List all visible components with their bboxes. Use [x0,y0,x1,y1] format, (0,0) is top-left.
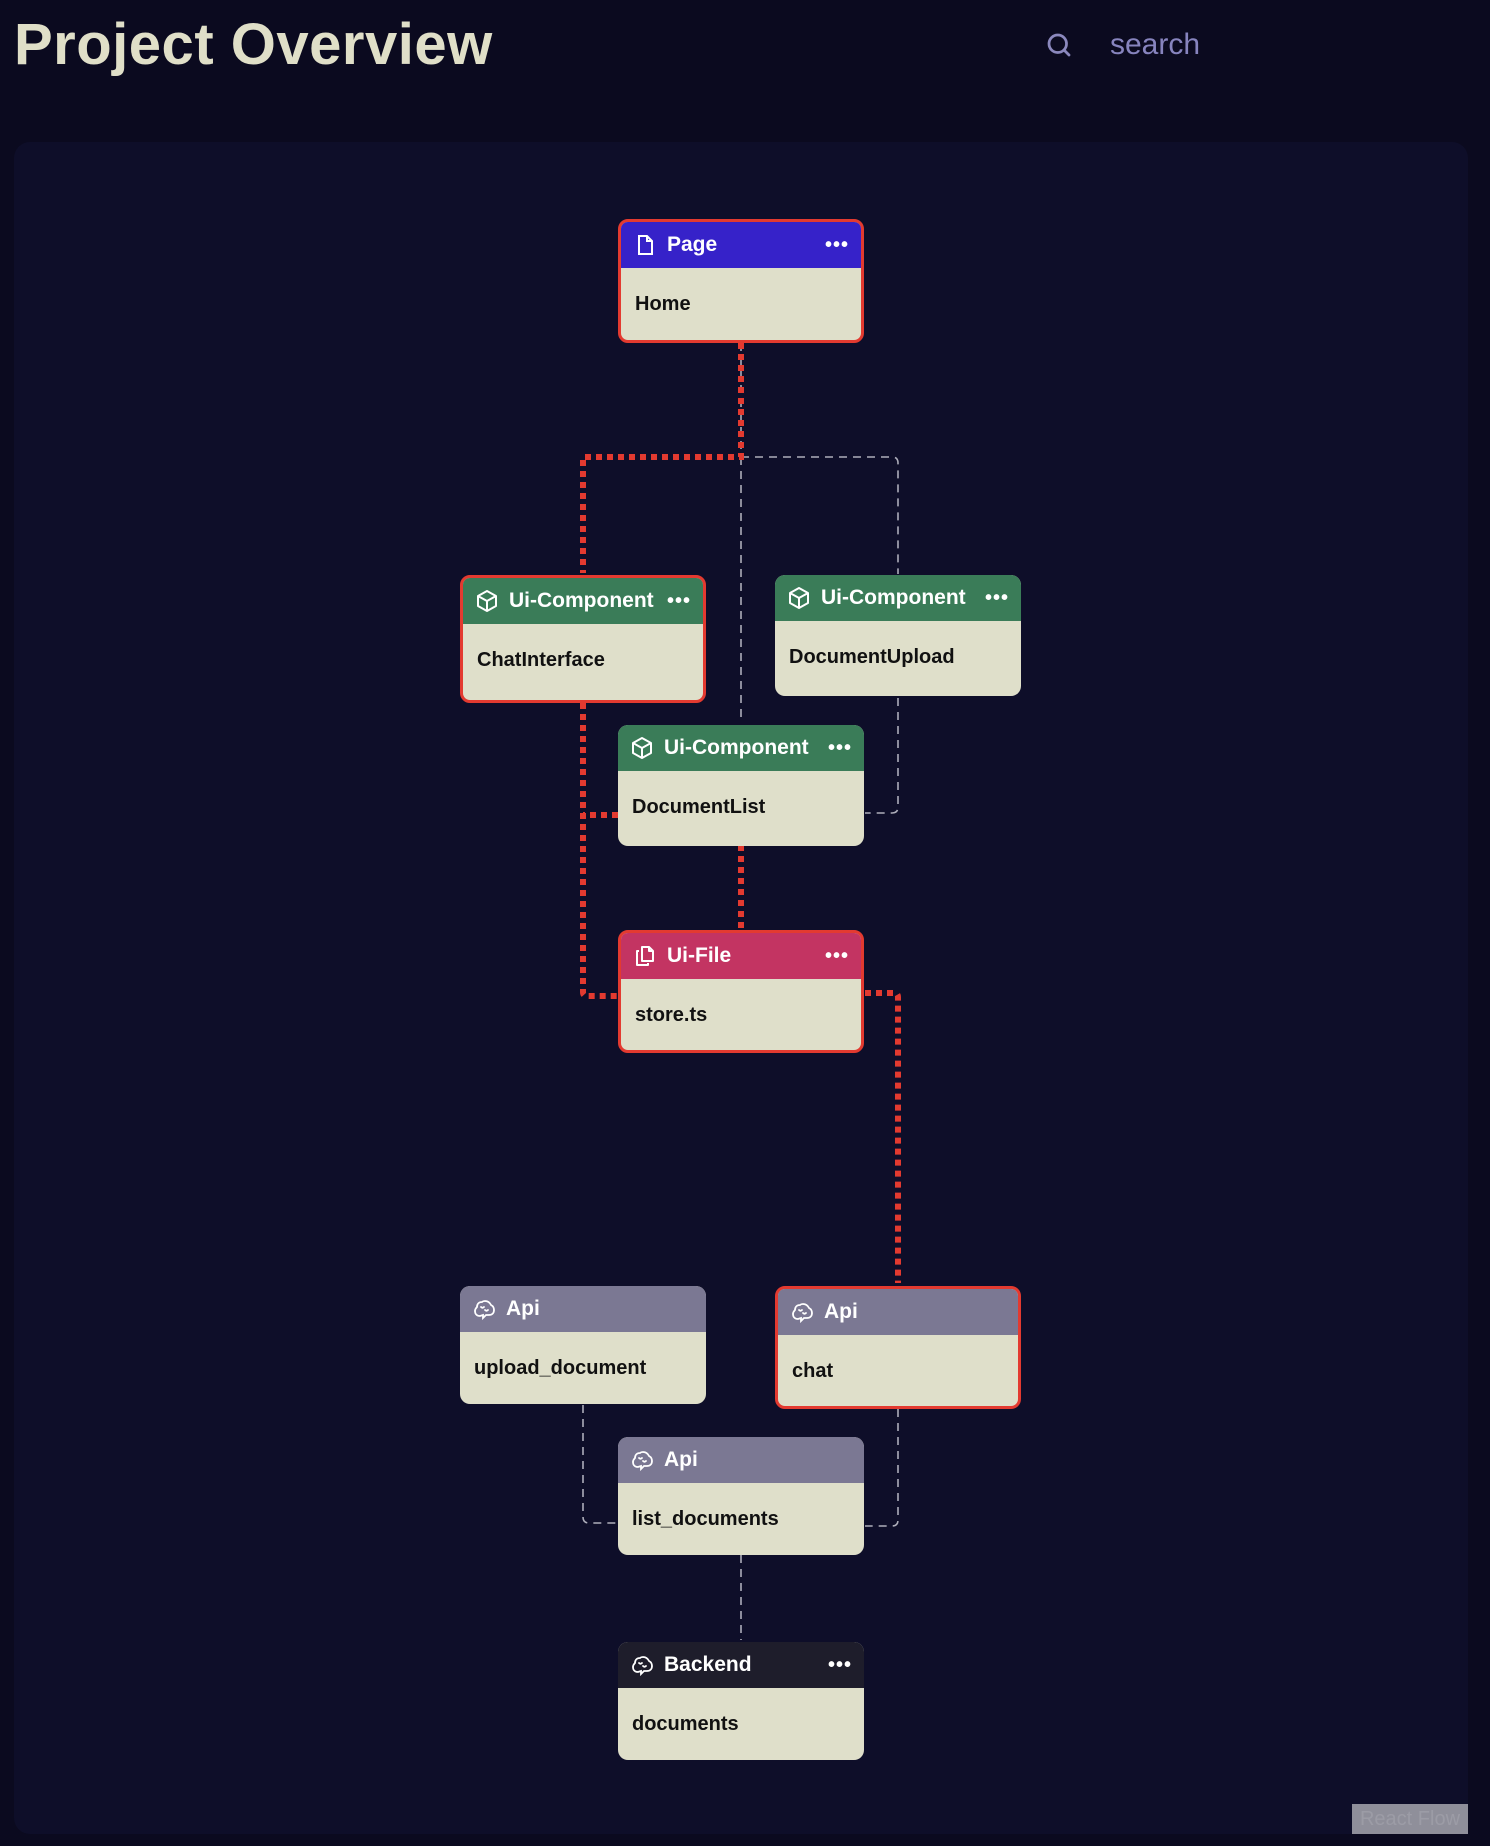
brain-icon [632,1656,653,1677]
node-label: ChatInterface [477,648,605,671]
node-ui-file-storets[interactable]: Ui-File ••• store.ts [618,930,864,1053]
node-header: Api [460,1286,706,1332]
node-header: Api [778,1289,1018,1335]
brain-icon [632,1451,653,1472]
node-api-upload-document[interactable]: Api upload_document [460,1286,706,1404]
node-type-label: Ui-Component [821,586,966,609]
node-header: Ui-Component ••• [618,725,864,771]
file-icon [638,235,653,255]
node-menu-button[interactable]: ••• [824,944,849,967]
brain-icon [474,1300,495,1321]
search-bar[interactable] [1040,20,1302,70]
search-icon [1047,33,1071,57]
search-input[interactable] [1108,24,1302,66]
node-type-label: Api [824,1300,858,1323]
node-label: chat [792,1359,834,1382]
node-ui-component-chatinterface[interactable]: Ui-Component ••• ChatInterface [460,575,706,703]
node-header: Ui-File ••• [621,933,861,979]
node-type-label: Api [506,1297,540,1320]
page-title: Project Overview [14,12,493,77]
node-header: Api [618,1437,864,1483]
node-type-label: Ui-Component [664,736,809,759]
node-backend-documents[interactable]: Backend ••• documents [618,1642,864,1760]
node-label: upload_document [474,1356,647,1379]
node-ui-component-documentlist[interactable]: Ui-Component ••• DocumentList [618,725,864,846]
node-menu-button[interactable]: ••• [984,586,1009,609]
node-header: Backend ••• [618,1642,864,1688]
node-api-chat[interactable]: Api chat [775,1286,1021,1409]
node-ui-component-documentupload[interactable]: Ui-Component ••• DocumentUpload [775,575,1021,696]
brain-icon [792,1303,813,1324]
node-menu-button[interactable]: ••• [827,736,852,759]
node-api-list-documents[interactable]: Api list_documents [618,1437,864,1555]
node-label: DocumentList [632,795,766,818]
node-header: Page ••• [621,222,861,268]
react-flow-attribution-link[interactable]: React Flow [1352,1804,1468,1834]
node-type-label: Backend [664,1653,752,1676]
node-type-label: Ui-Component [509,589,654,612]
cube-icon [632,737,652,759]
cube-icon [477,590,497,612]
node-label: documents [632,1712,739,1735]
node-page-home[interactable]: Page ••• Home [618,219,864,343]
node-label: Home [635,292,691,315]
node-type-label: Ui-File [667,944,732,967]
node-header: Ui-Component ••• [463,578,703,624]
node-label: store.ts [635,1003,708,1026]
node-type-label: Api [664,1448,698,1471]
files-icon [636,946,654,966]
node-menu-button[interactable]: ••• [824,233,849,256]
node-menu-button[interactable]: ••• [827,1653,852,1676]
node-type-label: Page [667,233,718,256]
cube-icon [789,587,809,609]
node-header: Ui-Component ••• [775,575,1021,621]
node-label: DocumentUpload [789,645,955,668]
node-label: list_documents [632,1507,779,1530]
node-menu-button[interactable]: ••• [666,589,691,612]
